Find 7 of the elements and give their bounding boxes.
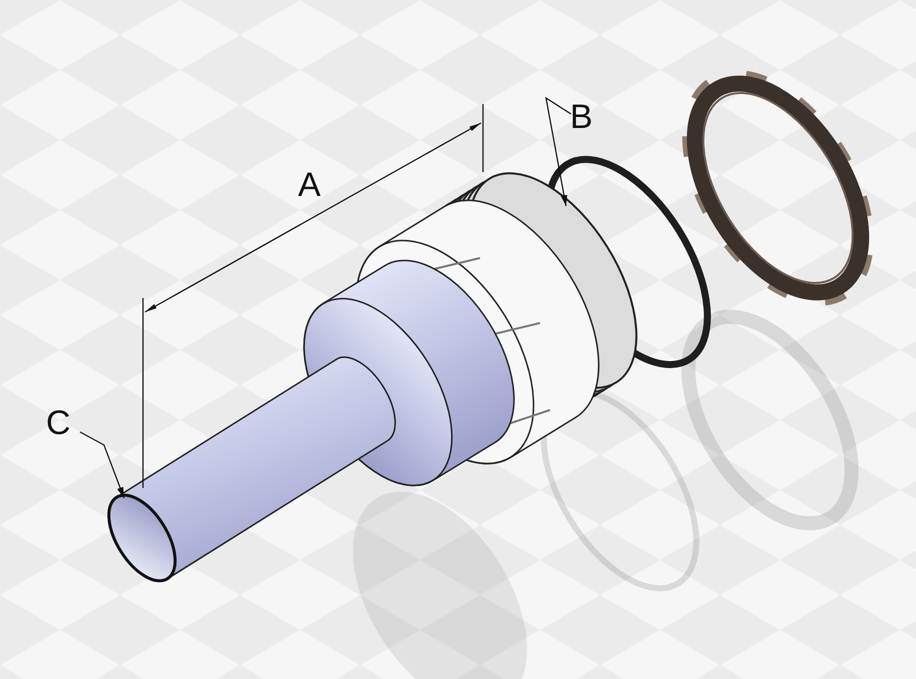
dimension-label: A [298, 168, 321, 202]
leader-line [80, 431, 125, 498]
pipe-opening [107, 494, 177, 582]
lock-ring [682, 70, 874, 306]
callout-letter: B [570, 100, 593, 134]
callout-letter: C [46, 406, 71, 440]
leader-line [545, 96, 572, 206]
